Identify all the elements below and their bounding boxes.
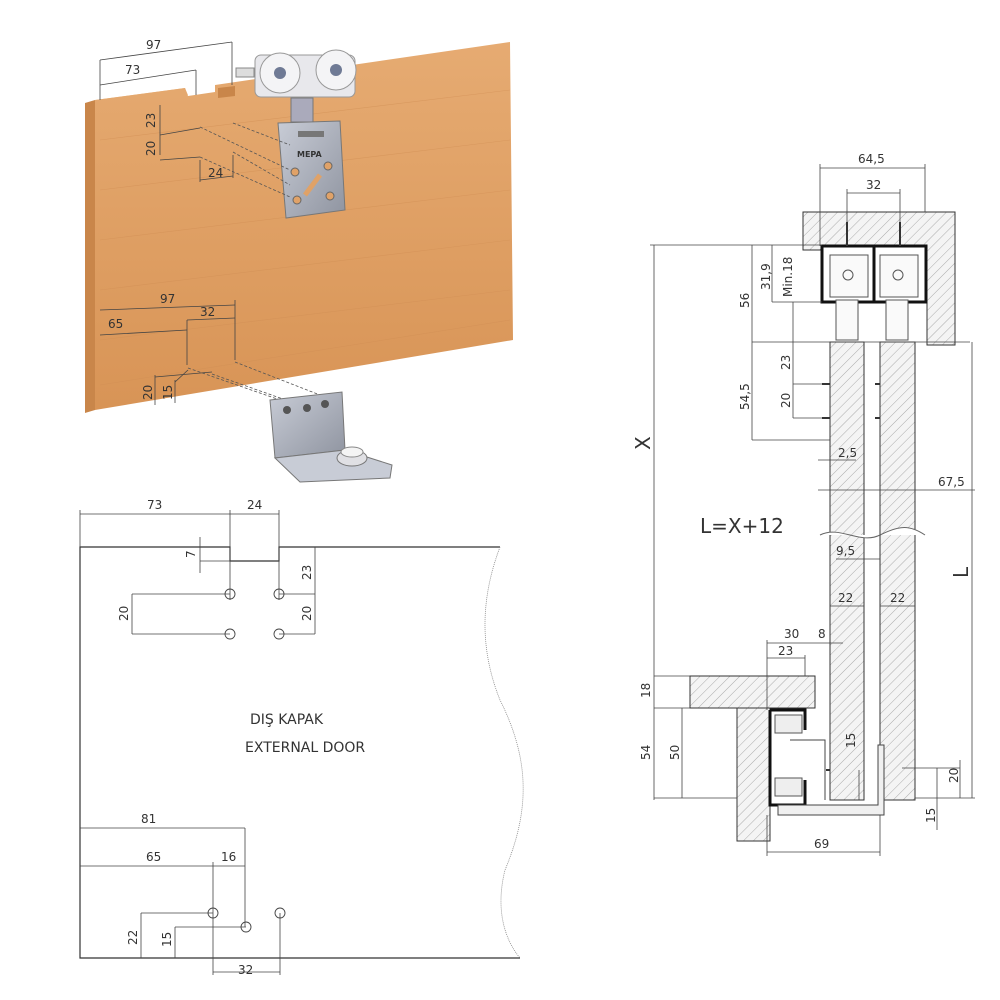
plan-dim-65: 65 xyxy=(146,850,161,864)
iso-view: MEPA 97 73 23 20 24 97 xyxy=(85,38,513,483)
sec-dim-32: 32 xyxy=(866,178,881,192)
dim-20-bottom: 20 xyxy=(141,385,155,400)
door-inner xyxy=(829,341,865,801)
iso-leader-lines xyxy=(187,122,321,406)
plan-dim-32: 32 xyxy=(238,963,253,977)
dim-73-top: 73 xyxy=(125,63,140,77)
sec-dim-54: 54 xyxy=(639,745,653,760)
sec-dim-23-bottom: 23 xyxy=(778,644,793,658)
sec-dim-20-bottom: 20 xyxy=(947,768,961,783)
door-panel-edge xyxy=(85,100,95,413)
sec-dim-min18: Min.18 xyxy=(781,257,795,297)
sec-dim-22-b: 22 xyxy=(890,591,905,605)
door-outer xyxy=(879,341,916,801)
plan-dim-24: 24 xyxy=(247,498,262,512)
door-panel xyxy=(95,42,513,410)
dim-97-bottom: 97 xyxy=(160,292,175,306)
sec-dim-56: 56 xyxy=(738,293,752,308)
notch-block xyxy=(218,86,235,98)
bottom-bracket xyxy=(777,744,885,816)
plan-dim-15: 15 xyxy=(160,932,174,947)
plan-view: 73 24 7 23 20 20 DIŞ KAPAK EXTERNAL DOOR… xyxy=(79,498,524,977)
plan-dim-22: 22 xyxy=(126,930,140,945)
dimension-l: L xyxy=(949,566,973,578)
plan-dim-73: 73 xyxy=(147,498,162,512)
sec-dim-30: 30 xyxy=(784,627,799,641)
plan-dim-20-right: 20 xyxy=(300,606,314,621)
dim-32-bottom: 32 xyxy=(200,305,215,319)
top-hanger: MEPA xyxy=(235,49,357,219)
sec-dim-64-5: 64,5 xyxy=(858,152,885,166)
door-title-english: EXTERNAL DOOR xyxy=(245,740,365,756)
door-title-turkish: DIŞ KAPAK xyxy=(250,712,324,728)
sec-dim-69: 69 xyxy=(814,837,829,851)
plan-dim-23: 23 xyxy=(300,565,314,580)
dim-15-bottom: 15 xyxy=(161,385,175,400)
break-line xyxy=(484,546,524,959)
sec-dim-20-top: 20 xyxy=(779,393,793,408)
brand-logo: MEPA xyxy=(297,150,323,159)
shelf-section xyxy=(689,675,816,709)
length-formula: L=X+12 xyxy=(700,514,784,538)
plan-holes xyxy=(207,588,286,933)
sec-dim-31-9: 31,9 xyxy=(759,263,773,290)
plan-dim-16: 16 xyxy=(221,850,236,864)
side-panel-section xyxy=(736,707,771,842)
section-view: 64,5 32 56 31,9 Min.18 23 54,5 20 2,5 67… xyxy=(631,152,975,856)
plan-dim-7: 7 xyxy=(184,550,198,558)
sec-dim-9-5: 9,5 xyxy=(836,544,855,558)
track-rollers xyxy=(829,254,919,341)
plan-dim-20-left: 20 xyxy=(117,606,131,621)
bottom-guide-bracket xyxy=(269,391,393,483)
iso-bottom-dims xyxy=(99,300,236,405)
sec-dim-23-top: 23 xyxy=(779,355,793,370)
section-dims xyxy=(650,164,975,856)
sec-dim-67-5: 67,5 xyxy=(938,475,965,489)
dim-97-top: 97 xyxy=(146,38,161,52)
sec-dim-2-5: 2,5 xyxy=(838,446,857,460)
plan-dim-81: 81 xyxy=(141,812,156,826)
sec-dim-15-a: 15 xyxy=(844,733,858,748)
dim-24-top: 24 xyxy=(208,166,223,180)
sec-dim-18: 18 xyxy=(639,683,653,698)
sec-dim-8: 8 xyxy=(818,627,826,641)
dim-20-top: 20 xyxy=(144,141,158,156)
sec-dim-15-b: 15 xyxy=(924,808,938,823)
bottom-rollers xyxy=(774,714,803,797)
dimension-x: X xyxy=(631,436,655,450)
sec-dim-50: 50 xyxy=(668,745,682,760)
break-symbol xyxy=(819,527,926,539)
dim-23-top: 23 xyxy=(144,113,158,128)
plan-dims xyxy=(79,510,316,975)
sec-dim-22-a: 22 xyxy=(838,591,853,605)
dim-65-bottom: 65 xyxy=(108,317,123,331)
iso-top-dims xyxy=(99,41,234,182)
sec-dim-54-5: 54,5 xyxy=(738,383,752,410)
